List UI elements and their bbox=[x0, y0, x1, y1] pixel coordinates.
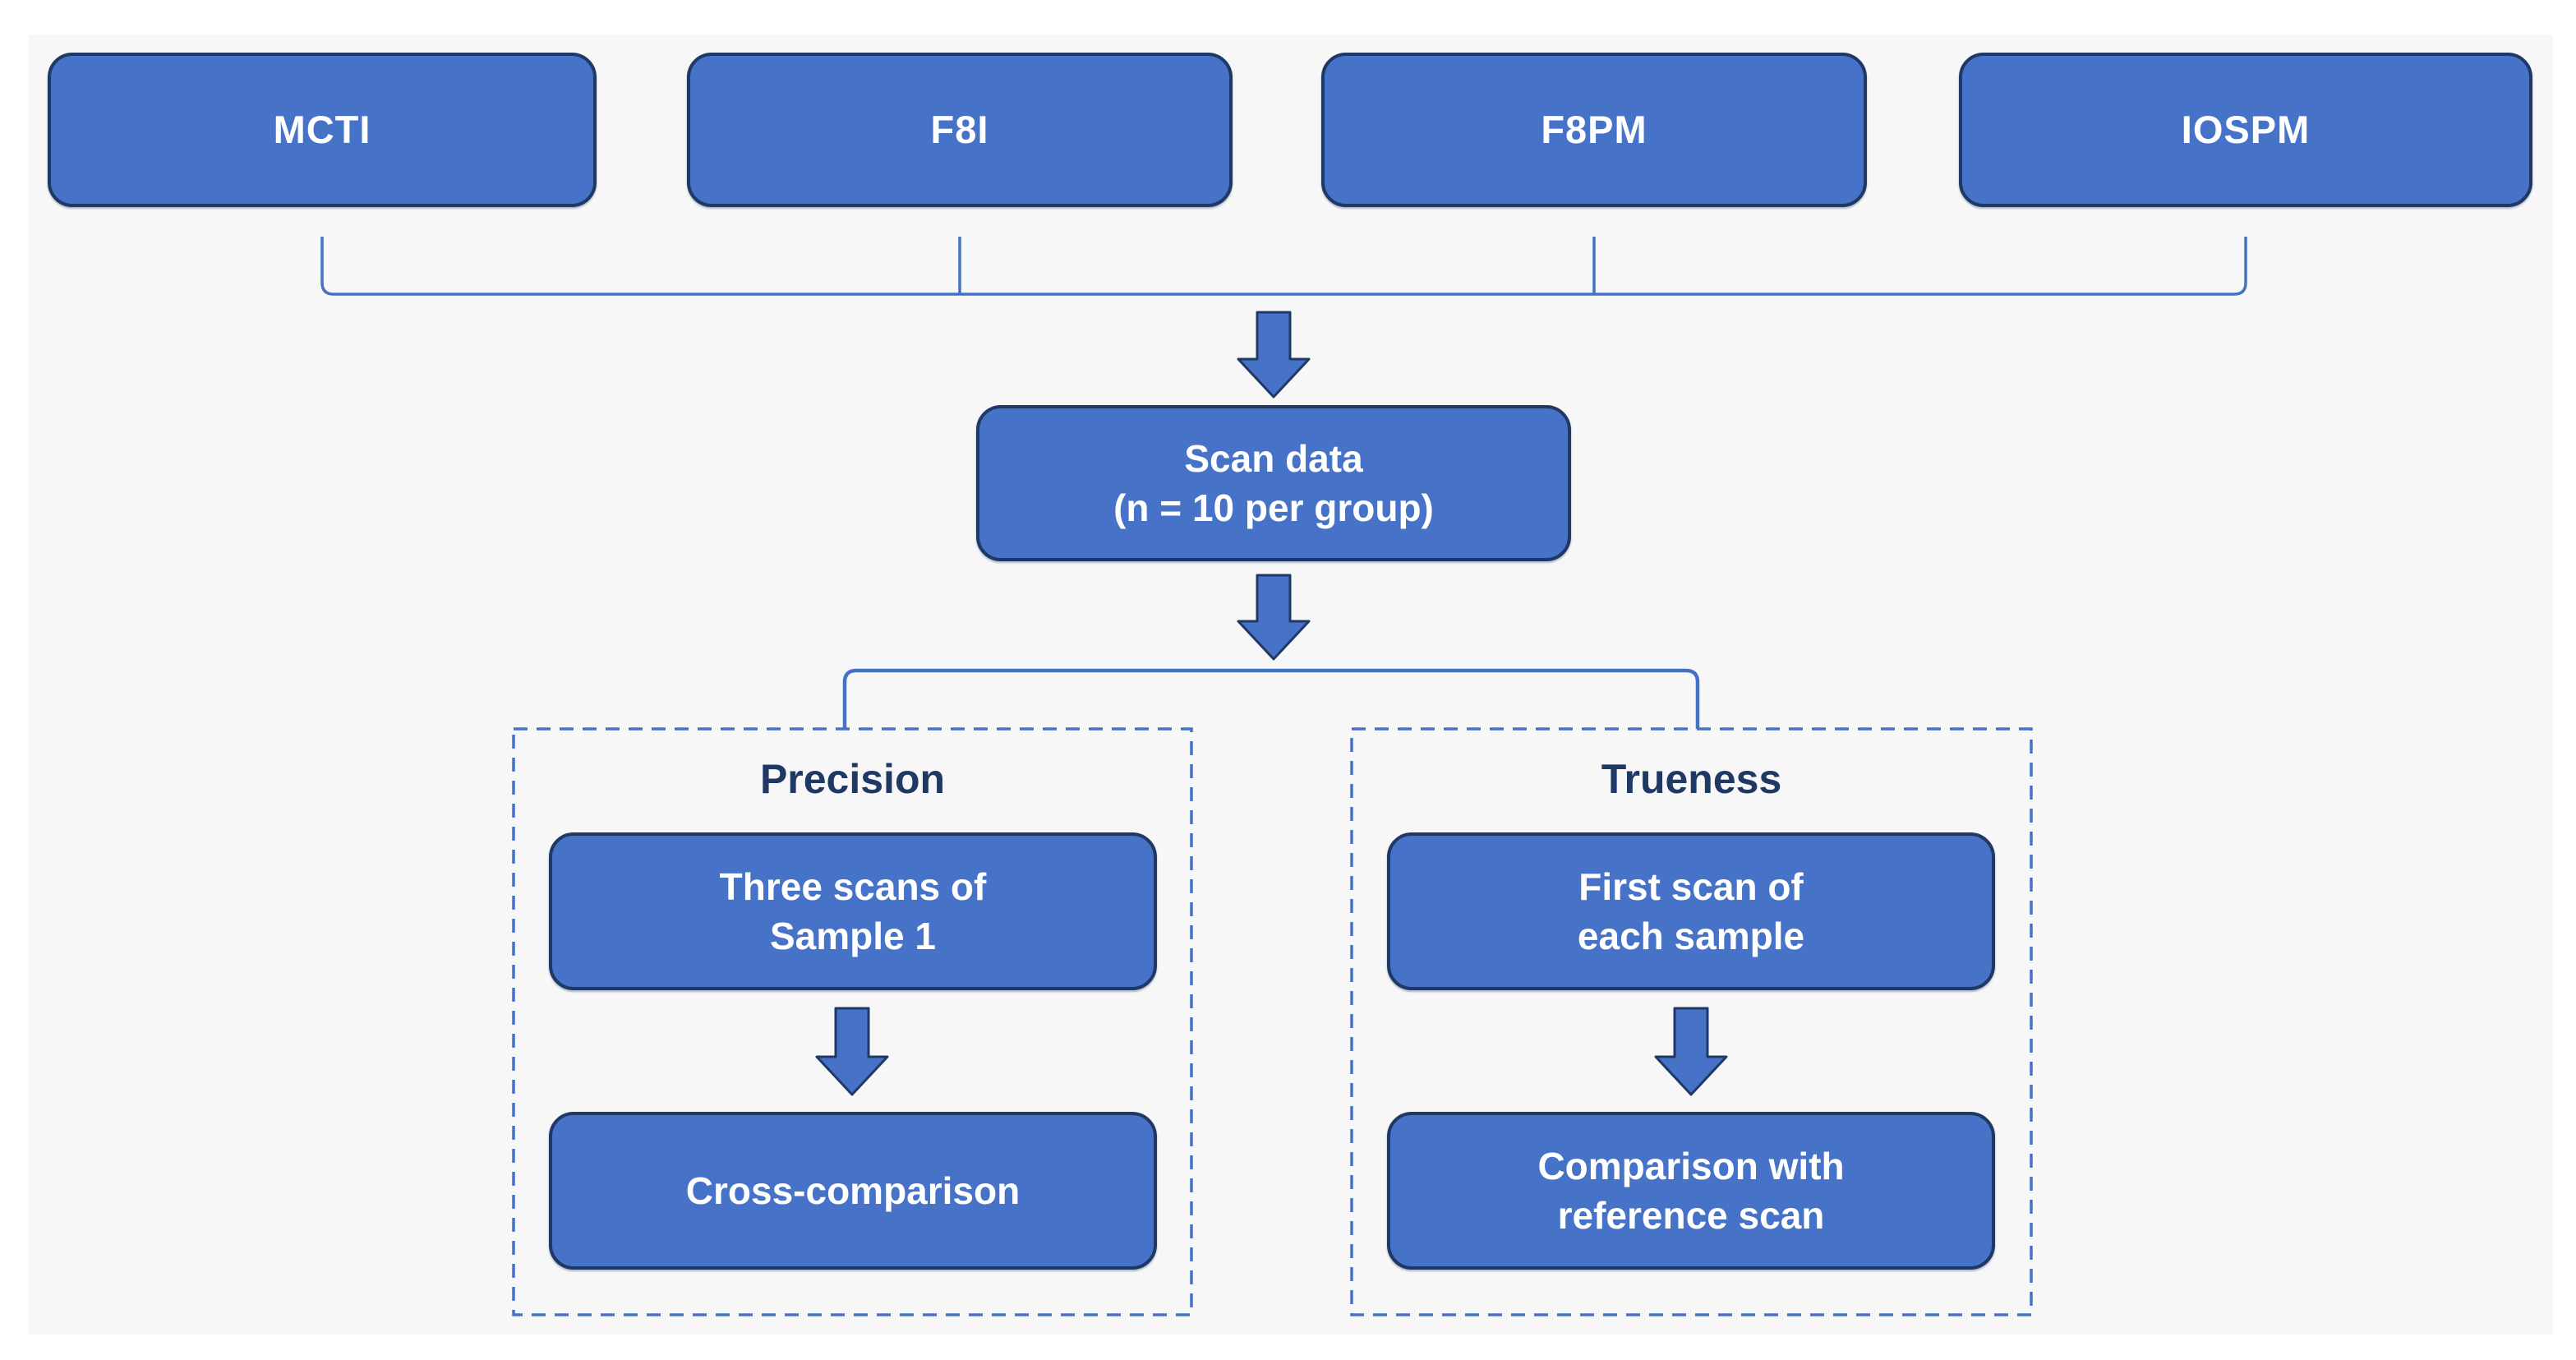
step-line: Comparison with bbox=[1537, 1145, 1845, 1187]
precision-title: Precision bbox=[759, 756, 946, 802]
step-line: Three scans of bbox=[719, 865, 987, 908]
group-box-mcti: MCTI bbox=[48, 53, 597, 207]
step-line: Cross-comparison bbox=[685, 1169, 1021, 1212]
group-label: F8PM bbox=[1541, 108, 1647, 151]
group-label: F8I bbox=[930, 108, 989, 151]
step-line: reference scan bbox=[1557, 1194, 1825, 1237]
group-label: MCTI bbox=[273, 108, 371, 151]
scan-data-box: Scan data (n = 10 per group) bbox=[976, 405, 1571, 561]
group-box-f8pm: F8PM bbox=[1321, 53, 1867, 207]
step-line: each sample bbox=[1577, 915, 1805, 957]
precision-step-box: Cross-comparison bbox=[549, 1112, 1157, 1270]
group-box-iospm: IOSPM bbox=[1959, 53, 2532, 207]
trueness-step-box: Comparison with reference scan bbox=[1387, 1112, 1995, 1270]
trueness-title: Trueness bbox=[1601, 756, 1782, 802]
step-line: Sample 1 bbox=[770, 915, 936, 957]
scan-data-line: (n = 10 per group) bbox=[1113, 486, 1434, 529]
step-line: First scan of bbox=[1578, 865, 1804, 908]
trueness-step-box: First scan of each sample bbox=[1387, 832, 1995, 990]
group-label: IOSPM bbox=[2181, 108, 2311, 151]
group-box-f8i: F8I bbox=[687, 53, 1233, 207]
precision-step-box: Three scans of Sample 1 bbox=[549, 832, 1157, 990]
scan-data-line: Scan data bbox=[1184, 437, 1363, 480]
diagram-background-panel bbox=[29, 35, 2553, 1335]
